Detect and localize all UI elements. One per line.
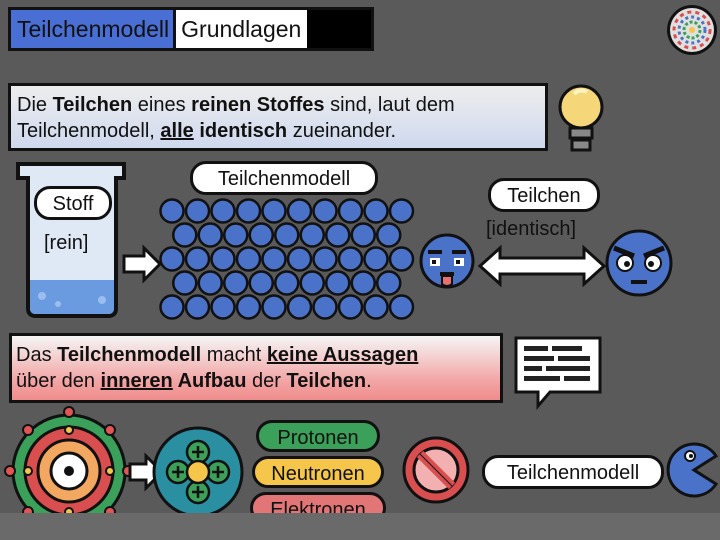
face-angry-icon [605, 229, 673, 297]
face-tongue-icon [419, 233, 475, 289]
protonen-label: Protonen [256, 420, 380, 452]
particle [363, 294, 389, 320]
particle [337, 246, 364, 272]
particle [159, 294, 185, 320]
particle [274, 222, 300, 248]
speech-bubble-icon [514, 336, 602, 411]
particle [172, 270, 198, 296]
particle [350, 222, 376, 248]
particle [248, 222, 274, 248]
bottom-strip [0, 513, 720, 540]
stoff-label: Stoff [34, 186, 112, 220]
particle [363, 198, 389, 224]
page-title: Teilchenmodell Grundlagen [8, 7, 374, 51]
particle [197, 270, 223, 296]
info-box-no-statement: Das Teilchenmodell macht keine Aussagen … [9, 333, 503, 403]
particle [299, 222, 325, 248]
particle [312, 198, 338, 224]
particle [312, 294, 338, 320]
particle-grid [159, 198, 415, 320]
info-box-identical: Die Teilchen eines reinen Stoffes sind, … [8, 83, 548, 151]
particle [235, 246, 262, 272]
particle [376, 270, 402, 296]
particle [363, 246, 389, 272]
particle [350, 270, 376, 296]
particle [325, 222, 351, 248]
rein-label: [rein] [44, 232, 89, 254]
particle [248, 270, 274, 296]
particle [184, 246, 211, 272]
particle [261, 198, 287, 224]
particle [388, 294, 415, 320]
model-label: Teilchenmodell [190, 161, 378, 195]
particle [274, 270, 300, 296]
double-arrow-icon [477, 244, 607, 288]
model-label-bottom: Teilchenmodell [482, 455, 664, 489]
particle [337, 294, 364, 320]
particle [286, 294, 313, 320]
title-part-1: Teilchenmodell [11, 10, 174, 48]
particle [210, 198, 236, 224]
particle [388, 246, 415, 272]
identisch-label: [identisch] [486, 218, 577, 240]
particle [159, 246, 185, 272]
particle [197, 222, 223, 248]
particle [312, 246, 338, 272]
particle [325, 270, 351, 296]
particle [261, 294, 287, 320]
lightbulb-icon [558, 84, 604, 152]
particle [337, 198, 364, 224]
particle [223, 270, 249, 296]
particle [235, 198, 262, 224]
particle [388, 198, 415, 224]
particle [286, 246, 313, 272]
particle [299, 270, 325, 296]
particle [184, 294, 211, 320]
teilchen-label: Teilchen [488, 178, 600, 212]
prohibited-icon [402, 436, 470, 504]
particle [210, 294, 236, 320]
arrow-right-icon [122, 244, 163, 284]
logo-icon [667, 5, 717, 55]
neutronen-label: Neutronen [252, 456, 384, 488]
particle [172, 222, 198, 248]
pacman-icon [666, 442, 719, 498]
particle [223, 222, 249, 248]
title-part-2: Grundlagen [173, 10, 308, 48]
particle [159, 198, 185, 224]
particle [376, 222, 402, 248]
particle [261, 246, 287, 272]
particle [286, 198, 313, 224]
atom-shell-icon [4, 406, 134, 536]
nucleus-icon [152, 426, 244, 518]
particle [210, 246, 236, 272]
particle [184, 198, 211, 224]
particle [235, 294, 262, 320]
